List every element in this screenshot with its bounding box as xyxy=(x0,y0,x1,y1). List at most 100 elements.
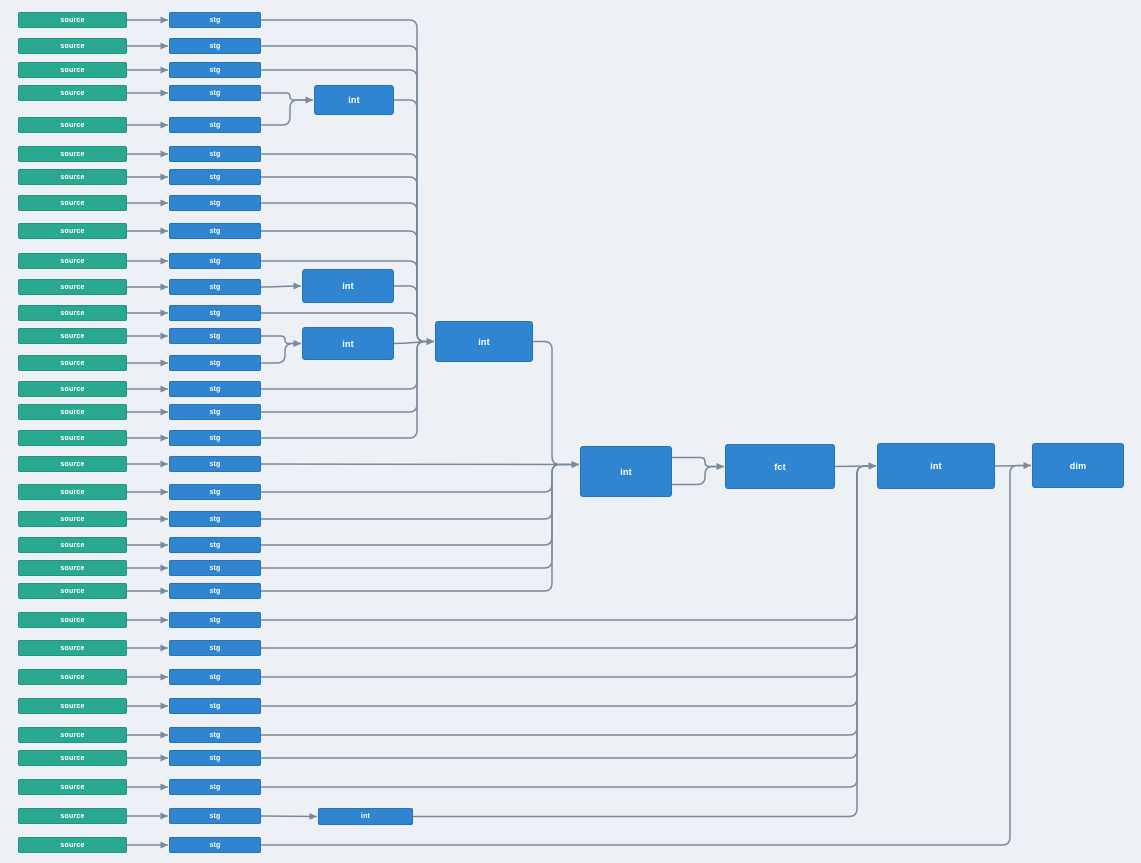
node-source[interactable]: source xyxy=(18,169,127,185)
node-stg[interactable]: stg xyxy=(169,698,261,714)
edge xyxy=(261,462,876,707)
node-stg[interactable]: stg xyxy=(169,727,261,743)
node-stg[interactable]: stg xyxy=(169,85,261,101)
edge xyxy=(261,462,876,788)
node-fct[interactable]: fct xyxy=(725,444,835,489)
node-source[interactable]: source xyxy=(18,837,127,853)
edge xyxy=(672,456,724,470)
node-source[interactable]: source xyxy=(18,727,127,743)
node-source[interactable]: source xyxy=(18,779,127,795)
node-source[interactable]: source xyxy=(18,669,127,685)
edge xyxy=(261,92,313,104)
edge xyxy=(393,338,435,346)
node-source[interactable]: source xyxy=(18,484,127,500)
node-source[interactable]: source xyxy=(18,381,127,397)
edge xyxy=(394,285,434,345)
node-source[interactable]: source xyxy=(18,612,127,628)
node-source[interactable]: source xyxy=(18,750,127,766)
node-stg[interactable]: stg xyxy=(169,195,261,211)
node-stg[interactable]: stg xyxy=(169,355,261,371)
edge xyxy=(261,96,313,126)
node-source[interactable]: source xyxy=(18,328,127,344)
edge xyxy=(261,461,579,546)
node-source[interactable]: source xyxy=(18,279,127,295)
node-stg[interactable]: stg xyxy=(169,669,261,685)
edge xyxy=(260,460,580,468)
node-source[interactable]: source xyxy=(18,640,127,656)
node-stg[interactable]: stg xyxy=(169,560,261,576)
node-stg[interactable]: stg xyxy=(169,169,261,185)
node-stg[interactable]: stg xyxy=(169,146,261,162)
node-stg[interactable]: stg xyxy=(169,779,261,795)
node-source[interactable]: source xyxy=(18,537,127,553)
node-int[interactable]: int xyxy=(314,85,394,115)
node-source[interactable]: source xyxy=(18,808,127,824)
edge xyxy=(261,462,1031,846)
node-stg[interactable]: stg xyxy=(169,38,261,54)
node-source[interactable]: source xyxy=(18,117,127,133)
node-stg[interactable]: stg xyxy=(169,62,261,78)
node-source[interactable]: source xyxy=(18,404,127,420)
node-stg[interactable]: stg xyxy=(169,279,261,295)
node-source[interactable]: source xyxy=(18,146,127,162)
edge xyxy=(261,462,876,621)
node-source[interactable]: source xyxy=(18,355,127,371)
node-stg[interactable]: stg xyxy=(169,117,261,133)
node-stg[interactable]: stg xyxy=(169,750,261,766)
edge xyxy=(261,462,876,759)
node-source[interactable]: source xyxy=(18,583,127,599)
node-source[interactable]: source xyxy=(18,305,127,321)
node-stg[interactable]: stg xyxy=(169,253,261,269)
node-stg[interactable]: stg xyxy=(169,837,261,853)
node-stg[interactable]: stg xyxy=(169,381,261,397)
edge xyxy=(261,462,876,736)
edge xyxy=(994,462,1032,470)
node-stg[interactable]: stg xyxy=(169,12,261,28)
edge xyxy=(261,461,579,592)
edge xyxy=(260,282,302,290)
node-int[interactable]: int xyxy=(435,321,533,362)
node-stg[interactable]: stg xyxy=(169,223,261,239)
node-source[interactable]: source xyxy=(18,430,127,446)
node-stg[interactable]: stg xyxy=(169,511,261,527)
node-int[interactable]: int xyxy=(302,269,394,303)
node-source[interactable]: source xyxy=(18,62,127,78)
node-dim[interactable]: dim xyxy=(1032,443,1124,488)
node-stg[interactable]: stg xyxy=(169,430,261,446)
node-stg[interactable]: stg xyxy=(169,808,261,824)
node-stg[interactable]: stg xyxy=(169,640,261,656)
node-source[interactable]: source xyxy=(18,12,127,28)
node-stg[interactable]: stg xyxy=(169,328,261,344)
node-source[interactable]: source xyxy=(18,223,127,239)
edge xyxy=(261,462,876,678)
edge xyxy=(533,340,579,468)
node-source[interactable]: source xyxy=(18,85,127,101)
edge xyxy=(261,461,579,569)
node-source[interactable]: source xyxy=(18,38,127,54)
node-stg[interactable]: stg xyxy=(169,612,261,628)
node-int[interactable]: int xyxy=(318,808,413,825)
node-source[interactable]: source xyxy=(18,253,127,269)
node-int[interactable]: int xyxy=(877,443,995,489)
node-stg[interactable]: stg xyxy=(169,456,261,472)
node-stg[interactable]: stg xyxy=(169,404,261,420)
node-stg[interactable]: stg xyxy=(169,305,261,321)
node-int[interactable]: int xyxy=(580,446,672,497)
edge xyxy=(261,340,301,364)
node-stg[interactable]: stg xyxy=(169,537,261,553)
node-stg[interactable]: stg xyxy=(169,583,261,599)
edge xyxy=(261,176,434,345)
edge xyxy=(261,461,579,493)
node-source[interactable]: source xyxy=(18,195,127,211)
node-source[interactable]: source xyxy=(18,698,127,714)
node-source[interactable]: source xyxy=(18,456,127,472)
node-stg[interactable]: stg xyxy=(169,484,261,500)
edge xyxy=(672,463,724,486)
edge xyxy=(394,99,434,345)
node-source[interactable]: source xyxy=(18,560,127,576)
edge xyxy=(261,335,301,347)
node-source[interactable]: source xyxy=(18,511,127,527)
node-int[interactable]: int xyxy=(302,327,394,360)
